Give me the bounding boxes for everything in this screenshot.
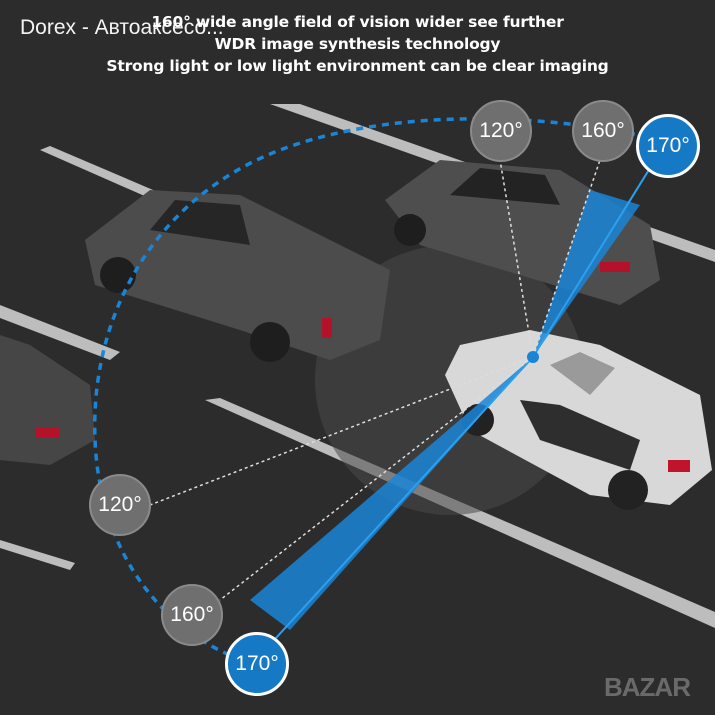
angle-badge-170-bottom: 170° <box>225 632 289 696</box>
headline-line-1: 160° wide angle field of vision wider se… <box>151 13 564 31</box>
angle-badge-120-top: 120° <box>470 100 532 162</box>
angle-badge-160-top: 160° <box>572 100 634 162</box>
headline-line-3: Strong light or low light environment ca… <box>106 57 609 75</box>
angle-badge-160-bottom: 160° <box>161 584 223 646</box>
camera-beams <box>149 159 656 651</box>
car-left <box>0 335 95 465</box>
field-of-view-arc <box>92 117 661 667</box>
watermark: Dorex - Автоаксесо... <box>20 16 224 39</box>
angle-badge-170-top: 170° <box>636 114 700 178</box>
bazar-logo: BAZAR <box>604 672 691 702</box>
white-suv <box>445 330 712 510</box>
headline-line-2: WDR image synthesis technology <box>214 35 501 53</box>
pickup-truck <box>85 190 390 362</box>
angle-badge-120-bottom: 120° <box>89 474 151 536</box>
